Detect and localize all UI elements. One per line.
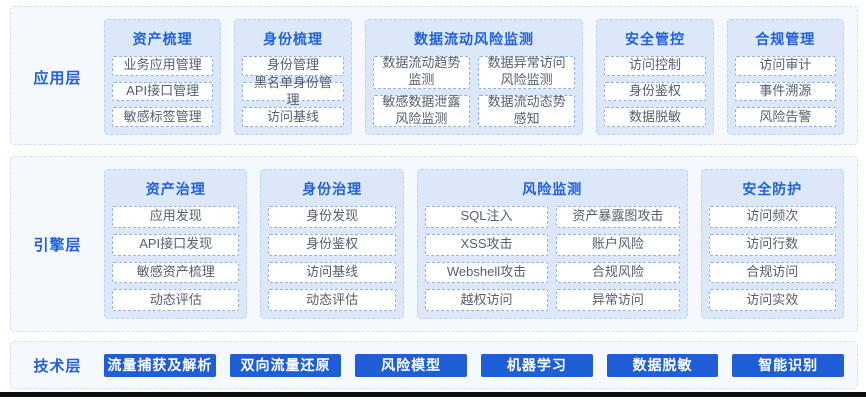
engine-layer: 引擎层 资产治理 应用发现 API接口发现 敏感资产梳理 动态评估 身份治理 身… — [10, 156, 858, 332]
engine-layer-label: 引擎层 — [33, 236, 82, 254]
group-items: 身份管理 黑名单身份管理 访问基线 — [242, 56, 344, 128]
application-layer: 应用层 资产梳理 业务应用管理 API接口管理 敏感标签管理 身份梳理 身份管理… — [10, 6, 858, 145]
capability-item: 账户风险 — [556, 233, 680, 256]
tech-capability-badge: 流量捕获及解析 — [104, 353, 216, 377]
technology-layer-label: 技术层 — [33, 357, 82, 375]
application-layer-groups: 资产梳理 业务应用管理 API接口管理 敏感标签管理 身份梳理 身份管理 黑名单… — [104, 19, 844, 135]
group-title: 数据流动风险监测 — [413, 31, 534, 47]
engine-layer-groups: 资产治理 应用发现 API接口发现 敏感资产梳理 动态评估 身份治理 身份发现 … — [104, 169, 845, 319]
capability-item: 敏感数据泄露风险监测 — [372, 94, 470, 127]
capability-item: 访问实效 — [708, 289, 837, 311]
group-items: 身份发现 身份鉴权 访问基线 动态评估 — [268, 206, 396, 311]
group-items: 访问频次 访问行数 合规访问 访问实效 — [708, 206, 837, 311]
technology-layer: 技术层 流量捕获及解析 双向流量还原 风险模型 机器学习 数据脱敏 智能识别 — [10, 341, 858, 389]
capability-item: API接口管理 — [112, 81, 214, 102]
capability-item: 敏感资产梳理 — [112, 261, 240, 284]
capability-item: 访问基线 — [268, 261, 396, 284]
group-title: 合规管理 — [755, 31, 816, 47]
engine-group-risk-monitoring: 风险监测 SQL注入 资产暴露图攻击 XSS攻击 账户风险 Webshell攻击… — [416, 169, 688, 319]
capability-item: 访问频次 — [708, 206, 837, 228]
application-layer-label: 应用层 — [33, 69, 82, 87]
capability-item: 风险告警 — [734, 107, 836, 128]
group-title: 资产治理 — [145, 181, 206, 197]
group-items: 访问审计 事件溯源 风险告警 — [734, 56, 836, 128]
tech-capability-badge: 双向流量还原 — [229, 353, 342, 377]
tech-capability-badge: 智能识别 — [732, 353, 845, 377]
capability-item: 事件溯源 — [734, 81, 836, 102]
group-title: 身份梳理 — [262, 31, 323, 47]
capability-item: 身份发现 — [268, 206, 396, 228]
group-title: 资产梳理 — [132, 31, 193, 47]
capability-item: API接口发现 — [112, 233, 240, 256]
tech-capability-badge: 机器学习 — [481, 353, 593, 377]
capability-item: 访问行数 — [708, 233, 837, 256]
app-group-asset-sorting: 资产梳理 业务应用管理 API接口管理 敏感标签管理 — [104, 19, 222, 135]
group-items: 业务应用管理 API接口管理 敏感标签管理 — [112, 56, 214, 128]
capability-item: 动态评估 — [112, 289, 240, 311]
group-title: 风险监测 — [522, 181, 583, 197]
bottom-divider-bar — [0, 392, 866, 397]
capability-item: 合规风险 — [556, 261, 680, 284]
capability-item: 应用发现 — [112, 206, 240, 228]
capability-item: 越权访问 — [424, 289, 549, 311]
engine-group-security-protection: 安全防护 访问频次 访问行数 合规访问 访问实效 — [700, 169, 845, 319]
capability-item: 数据异常访问风险监测 — [477, 55, 576, 89]
capability-item: Webshell攻击 — [424, 261, 549, 284]
group-items: 应用发现 API接口发现 敏感资产梳理 动态评估 — [112, 206, 240, 311]
group-title: 安全管控 — [624, 31, 685, 47]
group-items: SQL注入 资产暴露图攻击 XSS攻击 账户风险 Webshell攻击 合规风险… — [424, 206, 680, 311]
capability-item: 数据脱敏 — [604, 107, 706, 128]
group-title: 安全防护 — [742, 181, 803, 197]
capability-item: 业务应用管理 — [112, 56, 214, 76]
group-items: 数据流动趋势监测 数据异常访问风险监测 敏感数据泄露风险监测 数据流动态势感知 — [372, 55, 576, 127]
capability-item: 资产暴露图攻击 — [556, 206, 680, 228]
tech-capability-badge: 数据脱敏 — [606, 353, 719, 377]
capability-item: 访问控制 — [604, 56, 706, 76]
capability-item: SQL注入 — [424, 206, 549, 228]
capability-item: 访问审计 — [734, 56, 836, 76]
capability-item: 黑名单身份管理 — [242, 75, 344, 107]
engine-group-asset-governance: 资产治理 应用发现 API接口发现 敏感资产梳理 动态评估 — [104, 169, 248, 319]
tech-capability-badge: 风险模型 — [355, 353, 468, 377]
group-items: 访问控制 身份鉴权 数据脱敏 — [604, 56, 706, 128]
capability-item: XSS攻击 — [424, 233, 549, 256]
technology-capabilities: 流量捕获及解析 双向流量还原 风险模型 机器学习 数据脱敏 智能识别 — [104, 353, 845, 377]
app-group-data-flow-risk-monitoring: 数据流动风险监测 数据流动趋势监测 数据异常访问风险监测 敏感数据泄露风险监测 … — [364, 19, 584, 135]
capability-item: 合规访问 — [708, 261, 837, 284]
capability-item: 异常访问 — [556, 289, 680, 311]
app-group-identity-sorting: 身份梳理 身份管理 黑名单身份管理 访问基线 — [234, 19, 352, 135]
capability-item: 访问基线 — [242, 107, 344, 128]
capability-item: 身份管理 — [242, 56, 344, 76]
capability-item: 身份鉴权 — [604, 81, 706, 102]
capability-item: 数据流动趋势监测 — [372, 55, 470, 89]
capability-item: 数据流动态势感知 — [477, 94, 576, 127]
app-group-security-control: 安全管控 访问控制 身份鉴权 数据脱敏 — [596, 19, 714, 135]
app-group-compliance-management: 合规管理 访问审计 事件溯源 风险告警 — [726, 19, 844, 135]
engine-group-identity-governance: 身份治理 身份发现 身份鉴权 访问基线 动态评估 — [260, 169, 404, 319]
group-title: 身份治理 — [302, 181, 363, 197]
capability-item: 动态评估 — [268, 289, 396, 311]
capability-item: 身份鉴权 — [268, 233, 396, 256]
capability-item: 敏感标签管理 — [112, 107, 214, 128]
